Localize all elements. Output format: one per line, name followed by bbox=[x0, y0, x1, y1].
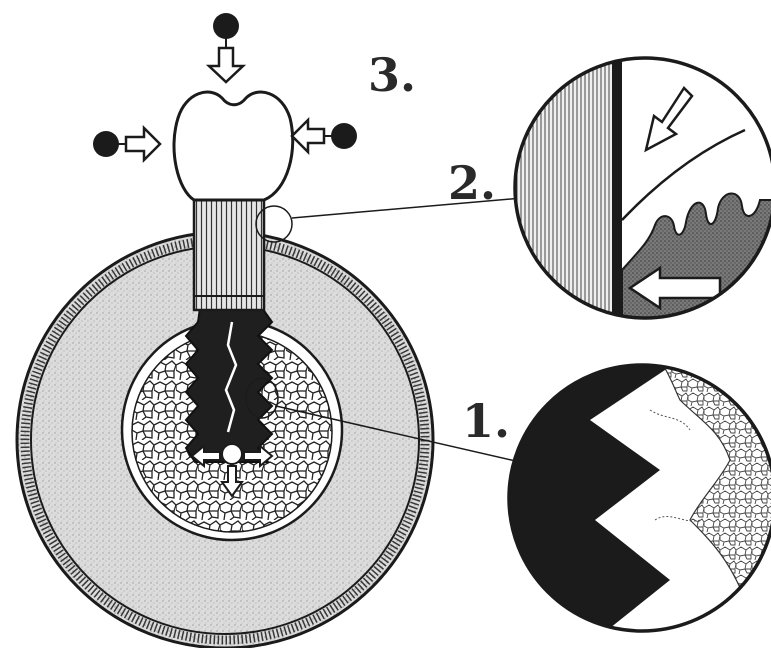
detail-circle-gum-interface bbox=[510, 50, 771, 330]
label-1: 1. bbox=[462, 398, 510, 444]
tooth-crown bbox=[174, 92, 293, 200]
detail-circle-thread-interface bbox=[505, 360, 771, 640]
label-3: 3. bbox=[368, 52, 416, 98]
vertical-force-arrow bbox=[209, 13, 243, 82]
label-2: 2. bbox=[448, 160, 496, 206]
abutment bbox=[194, 198, 264, 310]
implant-screw bbox=[186, 308, 272, 462]
left-force-arrow bbox=[93, 128, 160, 160]
right-force-arrow bbox=[292, 120, 357, 152]
